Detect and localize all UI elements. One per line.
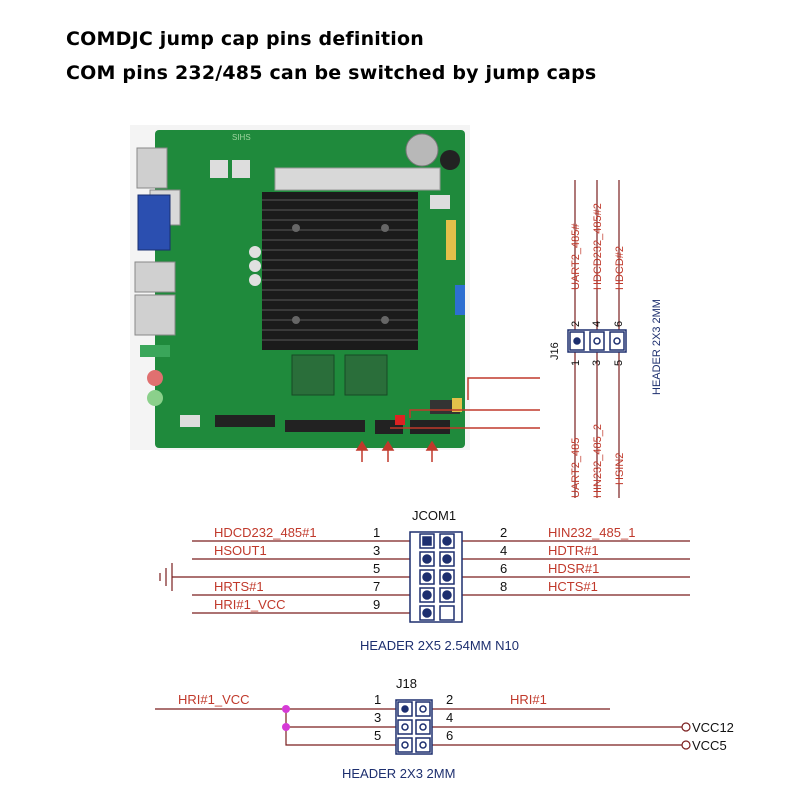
j16-net-hdcdn2: HDCD#2 [614, 246, 626, 290]
j16-net-uart2-485n: UART2_485# [570, 223, 582, 290]
jumper-jcom1 [410, 420, 450, 434]
j16-connector: 2 4 6 1 3 5 UART2_485# HDCD232_485#2 HDC… [549, 180, 663, 498]
pin-header-2 [285, 420, 365, 432]
hdmi-port [136, 147, 168, 189]
j16-pin-5: 5 [613, 360, 625, 366]
jcom1-pin-6: 6 [500, 561, 507, 576]
j18-pin-4: 4 [446, 710, 453, 725]
jcom1-pin-3: 3 [373, 543, 380, 558]
vcc12-port-icon [681, 722, 691, 732]
jcom1-pin-4: 4 [500, 543, 507, 558]
jcom1-pin-5: 5 [373, 561, 380, 576]
jcom1-net-hrtsn1: HRTS#1 [214, 579, 264, 594]
j16-pin-1: 1 [570, 360, 582, 366]
j16-pin-4: 4 [591, 321, 603, 327]
j18-connector: J18 1 3 5 2 4 6 HRI#1_VCC HRI#1 VCC12 VC… [155, 676, 734, 781]
j18-pin-2: 2 [446, 692, 453, 707]
photo-arrows [355, 377, 540, 462]
j16-net-hin232-485-2: HIN232_485_2 [592, 424, 604, 498]
memory-slot [274, 167, 441, 191]
j18-net-hrin1: HRI#1 [510, 692, 547, 707]
jcom1-net-hdtrn1: HDTR#1 [548, 543, 599, 558]
jcom1-pin-8: 8 [500, 579, 507, 594]
j16-pin-6: 6 [613, 321, 625, 327]
j18-ref: J18 [396, 676, 417, 691]
j16-net-hsin2: HSIN2 [614, 453, 626, 485]
j18-pin-1: 1 [374, 692, 381, 707]
pin-header-1 [215, 415, 275, 427]
jcom1-net-hdsrn1: HDSR#1 [548, 561, 599, 576]
motherboard-photo: SIHS [130, 125, 470, 450]
jcom1-net-hrin1-vcc: HRI#1_VCC [214, 597, 286, 612]
j18-part: HEADER 2X3 2MM [342, 766, 455, 781]
vga-port [137, 194, 171, 251]
j16-ref: J16 [549, 342, 561, 360]
j18-pin-5: 5 [374, 728, 381, 743]
j16-net-hdcd232-485n2: HDCD232_485#2 [592, 203, 604, 290]
j16-part: HEADER 2X3 2MM [651, 299, 663, 395]
junction-dot [282, 705, 290, 713]
jcom1-part: HEADER 2X5 2.54MM N10 [360, 638, 519, 653]
jcom1-pin-1: 1 [373, 525, 380, 540]
cmos-battery [405, 133, 439, 167]
j16-net-uart2-485: UART2_485 [570, 438, 582, 498]
port-vcc5: VCC5 [692, 738, 727, 753]
j18-pin-3: 3 [374, 710, 381, 725]
jcom1-pin-7: 7 [373, 579, 380, 594]
j18-net-hrin1-vcc: HRI#1_VCC [178, 692, 250, 707]
sata-port [455, 285, 465, 315]
usb-port-1 [134, 261, 176, 293]
j16-pin-3: 3 [591, 360, 603, 366]
jcom1-connector: JCOM1 1 3 5 7 9 2 4 6 8 HDCD232_485#1 HS… [159, 508, 690, 653]
page-title-line-2: COM pins 232/485 can be switched by jump… [66, 62, 597, 84]
junction-dot [282, 723, 290, 731]
jcom1-ref: JCOM1 [412, 508, 456, 523]
jcom1-net-hsout1: HSOUT1 [214, 543, 267, 558]
board-silkscreen: SIHS [232, 133, 251, 142]
j18-body [395, 699, 433, 755]
jcom1-net-hin232-485-1: HIN232_485_1 [548, 525, 635, 540]
j16-pin-2: 2 [570, 321, 582, 327]
jcom1-body [409, 531, 463, 623]
audio-jack [147, 370, 163, 386]
vcc5-port-icon [681, 740, 691, 750]
j18-pin-6: 6 [446, 728, 453, 743]
page-title-line-1: COMDJC jump cap pins definition [66, 28, 424, 50]
ground-icon [159, 563, 173, 591]
jcom1-pin-9: 9 [373, 597, 380, 612]
jcom1-pin-2: 2 [500, 525, 507, 540]
usb-port-2 [134, 294, 176, 336]
jcom1-net-hdcd232-485n1: HDCD232_485#1 [214, 525, 317, 540]
jcom1-net-hctsn1: HCTS#1 [548, 579, 598, 594]
port-vcc12: VCC12 [692, 720, 734, 735]
